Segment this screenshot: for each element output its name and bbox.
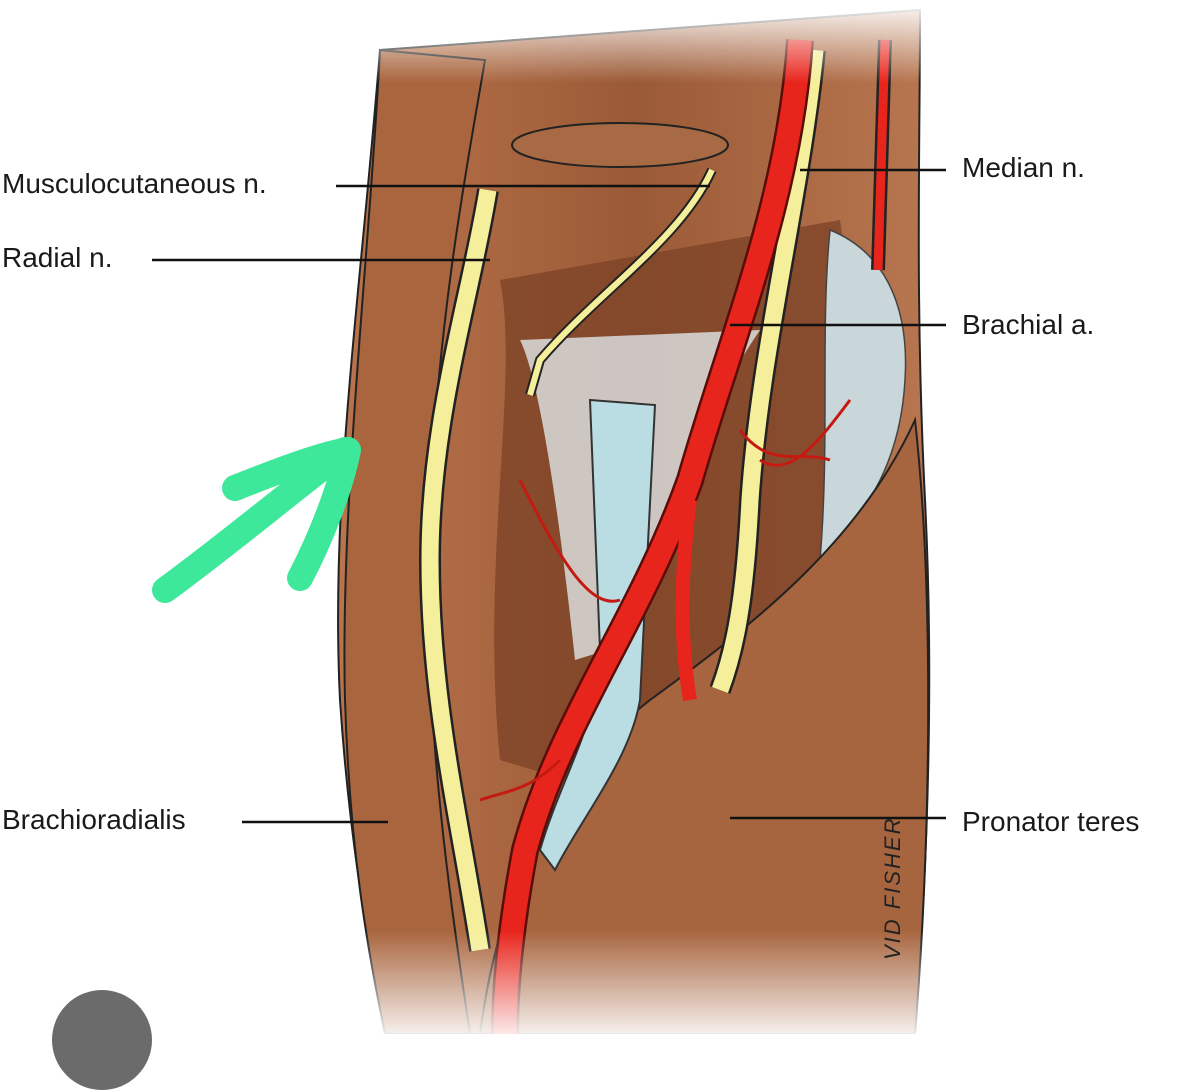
anatomy-illustration — [0, 0, 1179, 1034]
label-pronator-teres: Pronator teres — [962, 806, 1140, 837]
green-arrow-annotation — [152, 437, 361, 603]
floating-action-button[interactable] — [52, 990, 152, 1090]
label-median-nerve: Median n. — [962, 152, 1085, 183]
label-radial-nerve: Radial n. — [2, 242, 113, 273]
label-brachial-artery: Brachial a. — [962, 309, 1095, 340]
label-musculocutaneous-nerve: Musculocutaneous n. — [2, 168, 267, 199]
artist-signature: VID FISHER — [880, 816, 905, 960]
label-brachioradialis: Brachioradialis — [2, 804, 186, 835]
leader-lines — [152, 168, 946, 824]
